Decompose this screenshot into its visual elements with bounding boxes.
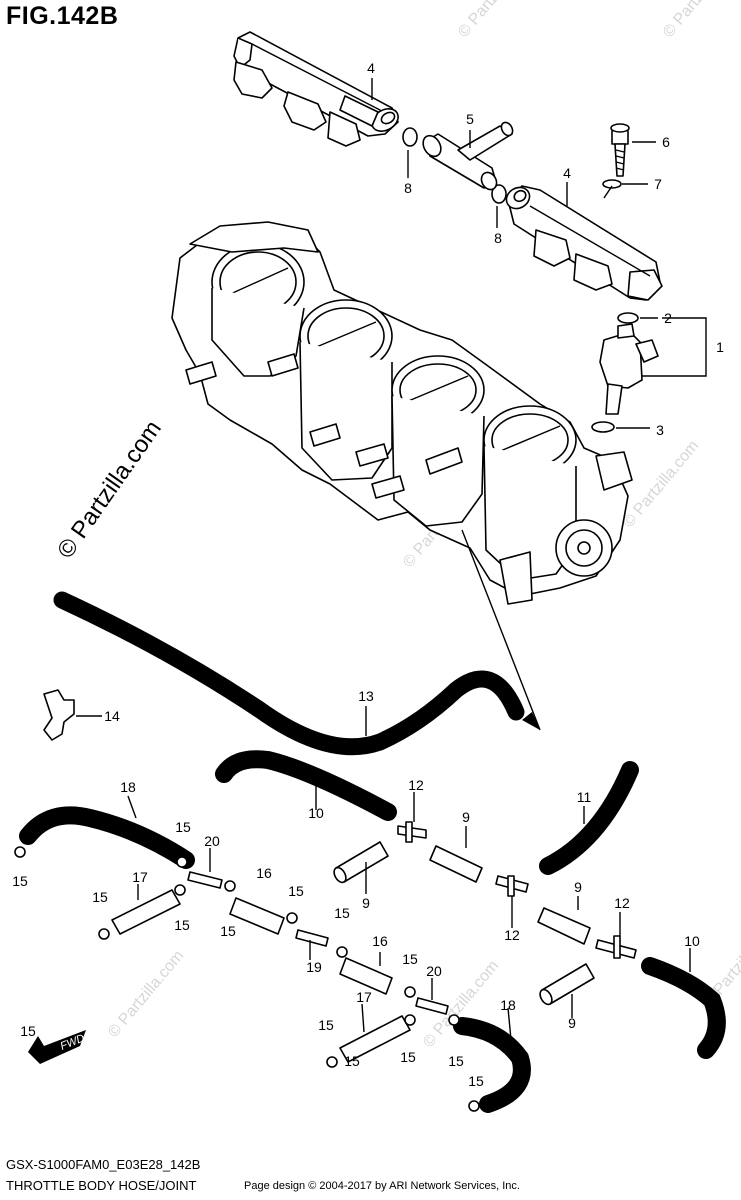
tee-joint	[595, 935, 637, 959]
callout-15: 15	[344, 1053, 360, 1069]
callout-10: 10	[684, 933, 700, 949]
callout-11: 11	[577, 789, 592, 805]
callout-15: 15	[220, 923, 236, 939]
callout-4: 4	[367, 60, 375, 76]
callout-12: 12	[614, 895, 630, 911]
callout-18: 18	[120, 779, 136, 795]
callout-5: 5	[466, 111, 474, 127]
callout-12: 12	[408, 777, 424, 793]
callout-15: 15	[174, 917, 190, 933]
hose-17	[111, 889, 181, 935]
hose-inner	[455, 1019, 529, 1111]
callout-15: 15	[400, 1049, 416, 1065]
diagram-code: GSX-S1000FAM0_E03E28_142B	[6, 1157, 201, 1172]
callout-15: 15	[20, 1023, 36, 1039]
hose-16	[339, 957, 393, 995]
hose-16	[229, 897, 285, 935]
callout-9: 9	[462, 809, 470, 825]
callout-1: 1	[716, 339, 724, 355]
callout-19: 19	[306, 959, 322, 975]
throttle-body-assembly	[171, 221, 633, 605]
clip	[14, 846, 480, 1112]
fuel-injector	[599, 312, 659, 415]
callout-15: 15	[318, 1017, 334, 1033]
callout-20: 20	[426, 963, 442, 979]
callout-12: 12	[504, 927, 520, 943]
reference-line	[461, 529, 541, 731]
page-credit: Page design © 2004-2017 by ARI Network S…	[244, 1180, 520, 1192]
callout-15: 15	[175, 819, 191, 835]
callout-15: 15	[334, 905, 350, 921]
leader-lines	[76, 78, 707, 1051]
callout-8: 8	[404, 180, 412, 196]
callout-6: 6	[662, 134, 670, 150]
callout-20: 20	[204, 833, 220, 849]
joint-pipe-small	[187, 871, 223, 889]
o-ring	[402, 127, 418, 147]
washer	[602, 179, 622, 189]
callout-2: 2	[664, 310, 672, 326]
o-ring	[591, 421, 615, 433]
callout-13: 13	[358, 688, 374, 704]
fwd-label: FWD	[59, 1032, 87, 1053]
callout-9: 9	[362, 895, 370, 911]
callout-8: 8	[494, 230, 502, 246]
joint-pipe-small	[415, 997, 449, 1015]
callout-18: 18	[500, 997, 516, 1013]
callout-10: 10	[308, 805, 324, 821]
joint-pipe-small	[295, 929, 329, 947]
callout-17: 17	[356, 989, 372, 1005]
callout-15: 15	[468, 1073, 484, 1089]
tee-joint	[495, 875, 529, 897]
short-hose	[537, 907, 591, 945]
callout-4: 4	[563, 165, 571, 181]
hose-inner	[541, 763, 637, 873]
callout-15: 15	[402, 951, 418, 967]
callout-7: 7	[654, 176, 662, 192]
callout-15: 15	[288, 883, 304, 899]
callout-17: 17	[132, 869, 148, 885]
hose-long-inner	[55, 593, 523, 754]
figure-title: FIG.142B	[6, 2, 119, 30]
short-hose	[429, 845, 483, 883]
short-hose	[333, 841, 389, 884]
diagram-name: THROTTLE BODY HOSE/JOINT	[6, 1178, 197, 1193]
short-hose	[539, 963, 595, 1006]
callout-15: 15	[448, 1053, 464, 1069]
fuel-rail-lower	[505, 185, 663, 301]
hose-inner	[21, 808, 193, 867]
hose-clamp	[43, 689, 75, 741]
callout-15: 15	[12, 873, 28, 889]
hose-inner	[217, 752, 395, 819]
screw	[610, 123, 630, 177]
callout-16: 16	[256, 865, 272, 881]
o-ring	[491, 184, 507, 204]
fwd-direction-arrow: FWD	[28, 1030, 86, 1064]
joint-pipe	[422, 121, 514, 191]
callout-9: 9	[574, 879, 582, 895]
callout-15: 15	[92, 889, 108, 905]
callout-9: 9	[568, 1015, 576, 1031]
callout-14: 14	[104, 708, 120, 724]
callout-16: 16	[372, 933, 388, 949]
fuel-rail-upper	[233, 31, 399, 147]
tee-joint	[397, 821, 427, 843]
callout-3: 3	[656, 422, 664, 438]
reference-arrowhead	[522, 712, 540, 730]
hose-17	[339, 1015, 411, 1063]
callout-labels: 4 5 6 8 4 7 8 2 1 3 13 14 18 12 11 10 9 …	[12, 60, 724, 1089]
hose-inner	[643, 959, 724, 1057]
